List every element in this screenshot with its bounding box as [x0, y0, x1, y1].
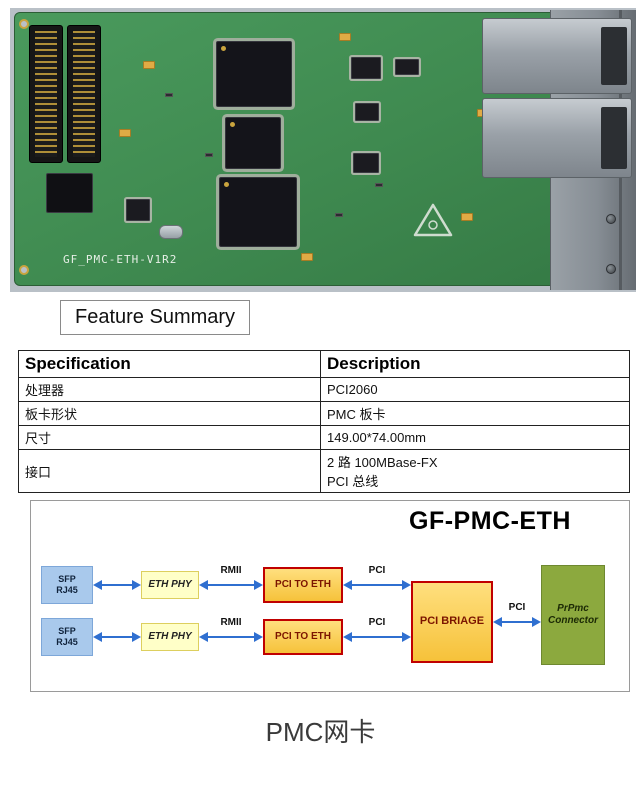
- spec-table: Specification Description 处理器 PCI2060 板卡…: [18, 350, 630, 493]
- table-row: 接口 2 路 100MBase-FX PCI 总线: [18, 449, 630, 493]
- block-eth-phy-2: ETH PHY: [141, 623, 199, 651]
- block-eth-phy-1: ETH PHY: [141, 571, 199, 599]
- board-photo: GF_PMC-ETH-V1R2: [10, 8, 636, 292]
- bidirectional-arrow: [199, 632, 263, 642]
- col-header-description: Description: [320, 350, 630, 378]
- silkscreen-triangle-logo: [413, 203, 453, 237]
- col-header-specification: Specification: [18, 350, 321, 378]
- capacitor: [301, 253, 313, 261]
- capacitor: [339, 33, 351, 41]
- spec-cell: 接口: [18, 449, 321, 493]
- spec-cell: 尺寸: [18, 425, 321, 450]
- board-silkscreen-label: GF_PMC-ETH-V1R2: [63, 253, 178, 266]
- resistor: [335, 213, 343, 217]
- resistor: [165, 93, 173, 97]
- block-diagram: GF-PMC-ETH SFP RJ45 ETH PHY RMII PCI TO …: [30, 500, 630, 692]
- pmc-connector-2: [67, 25, 101, 163]
- bidirectional-arrow: [493, 617, 541, 627]
- desc-cell: 2 路 100MBase-FX PCI 总线: [320, 449, 630, 493]
- bidirectional-arrow: [343, 632, 411, 642]
- bidirectional-arrow: [199, 580, 263, 590]
- rmii-label-1: RMII: [220, 565, 242, 576]
- ic-chip-bga: [46, 173, 93, 213]
- feature-summary-title: Feature Summary: [60, 300, 251, 335]
- table-row: 处理器 PCI2060: [18, 377, 630, 402]
- ic-chip-qfp-2: [225, 117, 281, 169]
- panel-screw: [606, 264, 616, 274]
- spec-cell: 板卡形状: [18, 401, 321, 426]
- mounting-hole: [19, 265, 29, 275]
- pmc-connector-1: [29, 25, 63, 163]
- bidirectional-arrow: [343, 580, 411, 590]
- capacitor: [119, 129, 131, 137]
- block-prpmc-connector: PrPmc Connector: [541, 565, 605, 665]
- resistor: [205, 153, 213, 157]
- capacitor: [143, 61, 155, 69]
- table-row: 板卡形状 PMC 板卡: [18, 401, 630, 426]
- desc-cell: 149.00*74.00mm: [320, 425, 630, 450]
- rmii-label-2: RMII: [220, 617, 242, 628]
- ic-chip-soic: [351, 57, 381, 79]
- capacitor: [461, 213, 473, 221]
- table-row: 尺寸 149.00*74.00mm: [18, 425, 630, 450]
- resistor: [375, 183, 383, 187]
- block-pci-to-eth-2: PCI TO ETH: [263, 619, 343, 655]
- pci-label-3: PCI: [508, 602, 526, 613]
- diagram-title: GF-PMC-ETH: [409, 507, 571, 535]
- pci-label-1: PCI: [368, 565, 386, 576]
- block-pci-bridge: PCI BRIAGE: [411, 581, 493, 663]
- page-caption: PMC网卡: [265, 717, 376, 747]
- table-header-row: Specification Description: [18, 350, 630, 378]
- ic-chip-qfp-3: [219, 177, 297, 247]
- sfp-cage-2: [482, 98, 632, 178]
- desc-cell: PMC 板卡: [320, 401, 630, 426]
- bidirectional-arrow: [93, 580, 141, 590]
- bidirectional-arrow: [93, 632, 141, 642]
- sfp-cage-1: [482, 18, 632, 94]
- ic-chip-soic: [126, 199, 150, 221]
- ic-chip-soic: [353, 153, 379, 173]
- pci-label-2: PCI: [368, 617, 386, 628]
- spec-cell: 处理器: [18, 377, 321, 402]
- crystal-oscillator: [159, 225, 183, 239]
- block-pci-to-eth-1: PCI TO ETH: [263, 567, 343, 603]
- desc-cell: PCI2060: [320, 377, 630, 402]
- mounting-hole: [19, 19, 29, 29]
- ic-chip-soic: [355, 103, 379, 121]
- ic-chip-soic: [395, 59, 419, 75]
- block-sfp-rj45-1: SFP RJ45: [41, 566, 93, 604]
- block-sfp-rj45-2: SFP RJ45: [41, 618, 93, 656]
- panel-screw: [606, 214, 616, 224]
- ic-chip-qfp-1: [216, 41, 292, 107]
